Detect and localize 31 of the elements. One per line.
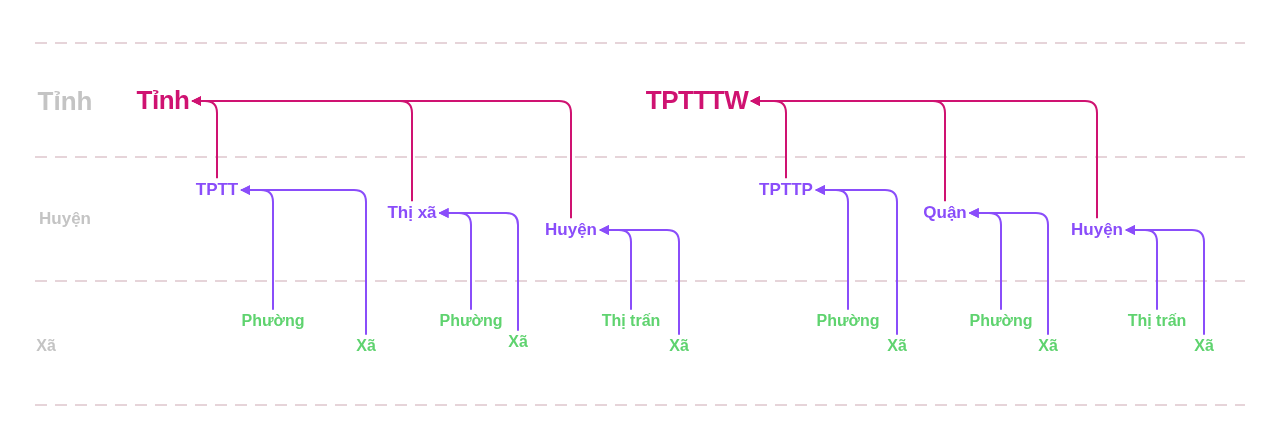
unit-label: Quận	[923, 203, 967, 223]
arrow	[191, 96, 572, 220]
unit-label: Huyện	[545, 220, 597, 240]
level-label: Xã	[36, 337, 56, 355]
unit-label: TPTT	[195, 180, 239, 200]
unit-label: Xã	[887, 336, 907, 356]
unit-label: Thị trấn	[1127, 311, 1187, 331]
level-label: Tỉnh	[37, 85, 93, 117]
unit-label: Phường	[816, 311, 880, 331]
unit-label: TPTTTW	[645, 86, 749, 116]
arrow	[814, 185, 898, 336]
unit-label: TPTTP	[759, 180, 813, 200]
unit-label: Xã	[1038, 336, 1058, 356]
arrow	[599, 225, 680, 336]
unit-label: Thị trấn	[601, 311, 661, 331]
unit-label: Huyện	[1071, 220, 1123, 240]
unit-label: Phường	[439, 311, 503, 331]
arrow	[240, 185, 367, 336]
unit-label: Tỉnh	[136, 86, 190, 116]
unit-label: Thị xã	[387, 203, 437, 223]
arrow	[968, 208, 1049, 336]
unit-label: Phường	[969, 311, 1033, 331]
arrow	[438, 208, 519, 332]
unit-label: Xã	[669, 336, 689, 356]
unit-label: Phường	[241, 311, 305, 331]
level-label: Huyện	[39, 209, 91, 229]
arrow	[750, 96, 1098, 220]
unit-label: Xã	[356, 336, 376, 356]
unit-label: Xã	[508, 332, 528, 352]
arrow	[1125, 225, 1205, 336]
unit-label: Xã	[1194, 336, 1214, 356]
